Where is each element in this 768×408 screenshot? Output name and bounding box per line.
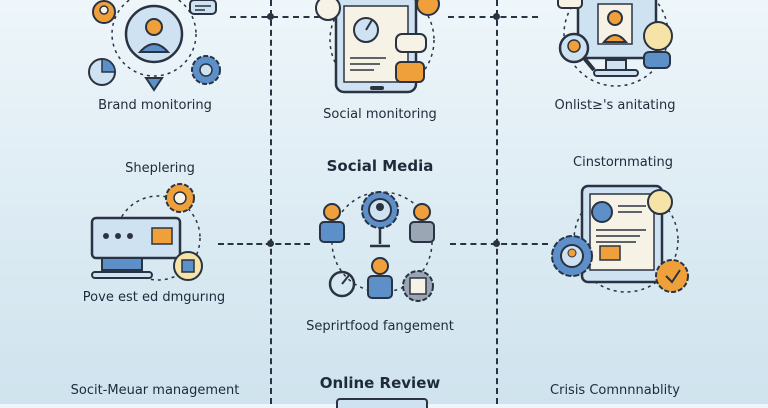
cinstornmating-label: Cinstornmating	[573, 155, 673, 170]
connector-dot	[493, 240, 500, 247]
connector-mid-left	[218, 243, 310, 245]
online-review-box	[336, 398, 428, 408]
socit-meuar-label: Socit-Meuar management	[70, 383, 240, 398]
sheplering-label: Sheplering	[125, 161, 195, 176]
social-media-network-icon	[312, 186, 452, 314]
social-monitoring-label: Social monitoring	[323, 107, 437, 122]
connector-top-left	[230, 16, 320, 18]
divider-vertical-left	[270, 0, 272, 404]
social-media-title: Social Media	[326, 157, 434, 175]
connector-dot	[267, 13, 274, 20]
onlisters-label: Onlist≥'s anitating	[554, 98, 676, 113]
connector-dot	[493, 13, 500, 20]
seprirtfood-label: Seprirtfood fangement	[306, 319, 454, 334]
onlisters-icon	[548, 0, 688, 92]
connector-dot	[267, 240, 274, 247]
cinstornmating-icon	[548, 180, 698, 300]
divider-vertical-right	[496, 0, 498, 404]
brand-monitoring-icon	[82, 0, 232, 95]
pove-est-label: Pove est ed dmgurıng	[82, 290, 226, 305]
brand-monitoring-label: Brand monitoring	[98, 98, 212, 113]
social-monitoring-icon	[310, 0, 450, 100]
online-review-title: Online Review	[319, 374, 441, 392]
sheplering-icon	[88, 178, 218, 288]
crisis-communability-label: Crisis Comnnnablity	[550, 383, 680, 398]
